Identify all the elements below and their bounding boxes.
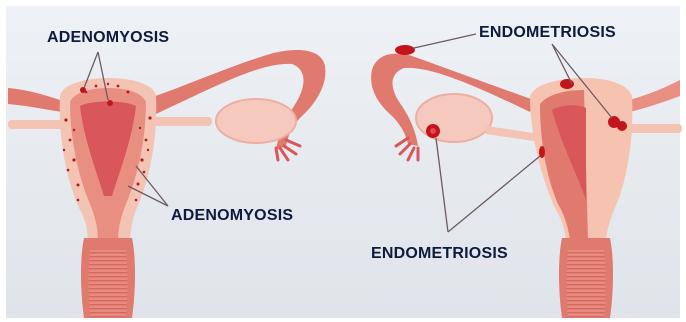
right-ligament-2 xyxy=(626,124,682,133)
endometriosis-label-bottom: ENDOMETRIOSIS xyxy=(371,246,508,262)
adenomyosis-lesion-2 xyxy=(107,100,113,106)
ovary xyxy=(216,99,296,143)
endometriosis-lesion-side-2 xyxy=(617,121,627,131)
adenomyosis-label-top: ADENOMYOSIS xyxy=(47,30,169,46)
vaginal-canal xyxy=(89,250,128,318)
adenomyosis-lesion-1 xyxy=(80,87,86,93)
right-ligament xyxy=(148,117,212,126)
endometriosis-lesion-tube xyxy=(395,45,415,55)
vaginal-canal-2 xyxy=(567,250,606,318)
endometriosis-label-top: ENDOMETRIOSIS xyxy=(479,25,616,41)
endometriosis-lesion-ovary-core xyxy=(430,128,436,134)
adenomyosis-label-bottom: ADENOMYOSIS xyxy=(171,208,293,224)
